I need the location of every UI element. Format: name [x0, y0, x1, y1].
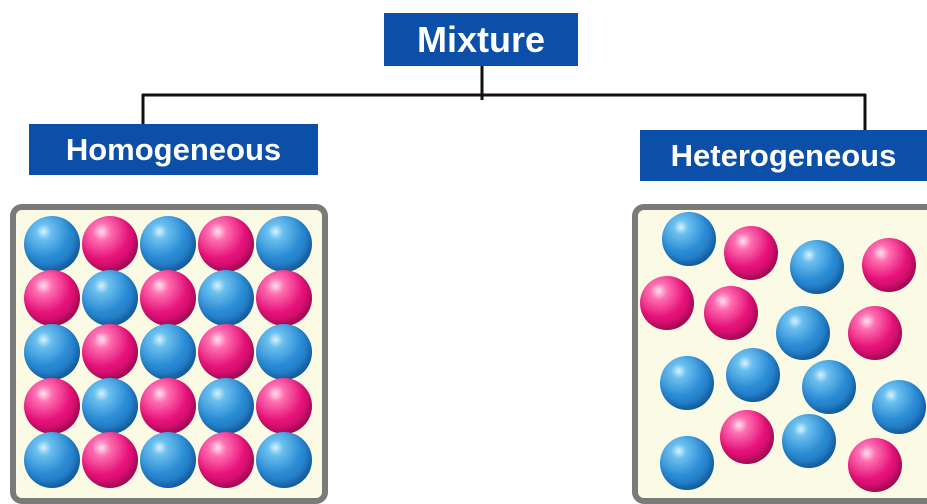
heterogeneous-mixture-container: [632, 204, 927, 504]
pink-particle: [256, 378, 312, 434]
pink-particle: [140, 378, 196, 434]
heterogeneous-label: Heterogeneous: [640, 130, 927, 181]
blue-particle: [872, 380, 926, 434]
pink-particle: [256, 270, 312, 326]
blue-particle: [660, 356, 714, 410]
homogeneous-mixture-container: [10, 204, 328, 504]
blue-particle: [256, 432, 312, 488]
pink-particle: [198, 432, 254, 488]
blue-particle: [140, 324, 196, 380]
homogeneous-label: Homogeneous: [29, 124, 318, 175]
blue-particle: [82, 270, 138, 326]
blue-particle: [82, 378, 138, 434]
blue-particle: [24, 216, 80, 272]
blue-particle: [726, 348, 780, 402]
blue-particle: [782, 414, 836, 468]
blue-particle: [198, 270, 254, 326]
pink-particle: [862, 238, 916, 292]
blue-particle: [198, 378, 254, 434]
blue-particle: [24, 432, 80, 488]
pink-particle: [82, 216, 138, 272]
pink-particle: [82, 324, 138, 380]
pink-particle: [640, 276, 694, 330]
blue-particle: [662, 212, 716, 266]
pink-particle: [848, 306, 902, 360]
blue-particle: [140, 216, 196, 272]
tree-connector-lines: [141, 66, 867, 134]
blue-particle: [790, 240, 844, 294]
blue-particle: [140, 432, 196, 488]
pink-particle: [198, 324, 254, 380]
pink-particle: [724, 226, 778, 280]
blue-particle: [660, 436, 714, 490]
pink-particle: [82, 432, 138, 488]
blue-particle: [256, 324, 312, 380]
pink-particle: [848, 438, 902, 492]
blue-particle: [256, 216, 312, 272]
pink-particle: [720, 410, 774, 464]
mixture-title-label: Mixture: [384, 13, 578, 66]
blue-particle: [24, 324, 80, 380]
pink-particle: [140, 270, 196, 326]
pink-particle: [24, 378, 80, 434]
blue-particle: [802, 360, 856, 414]
pink-particle: [24, 270, 80, 326]
pink-particle: [198, 216, 254, 272]
pink-particle: [704, 286, 758, 340]
blue-particle: [776, 306, 830, 360]
